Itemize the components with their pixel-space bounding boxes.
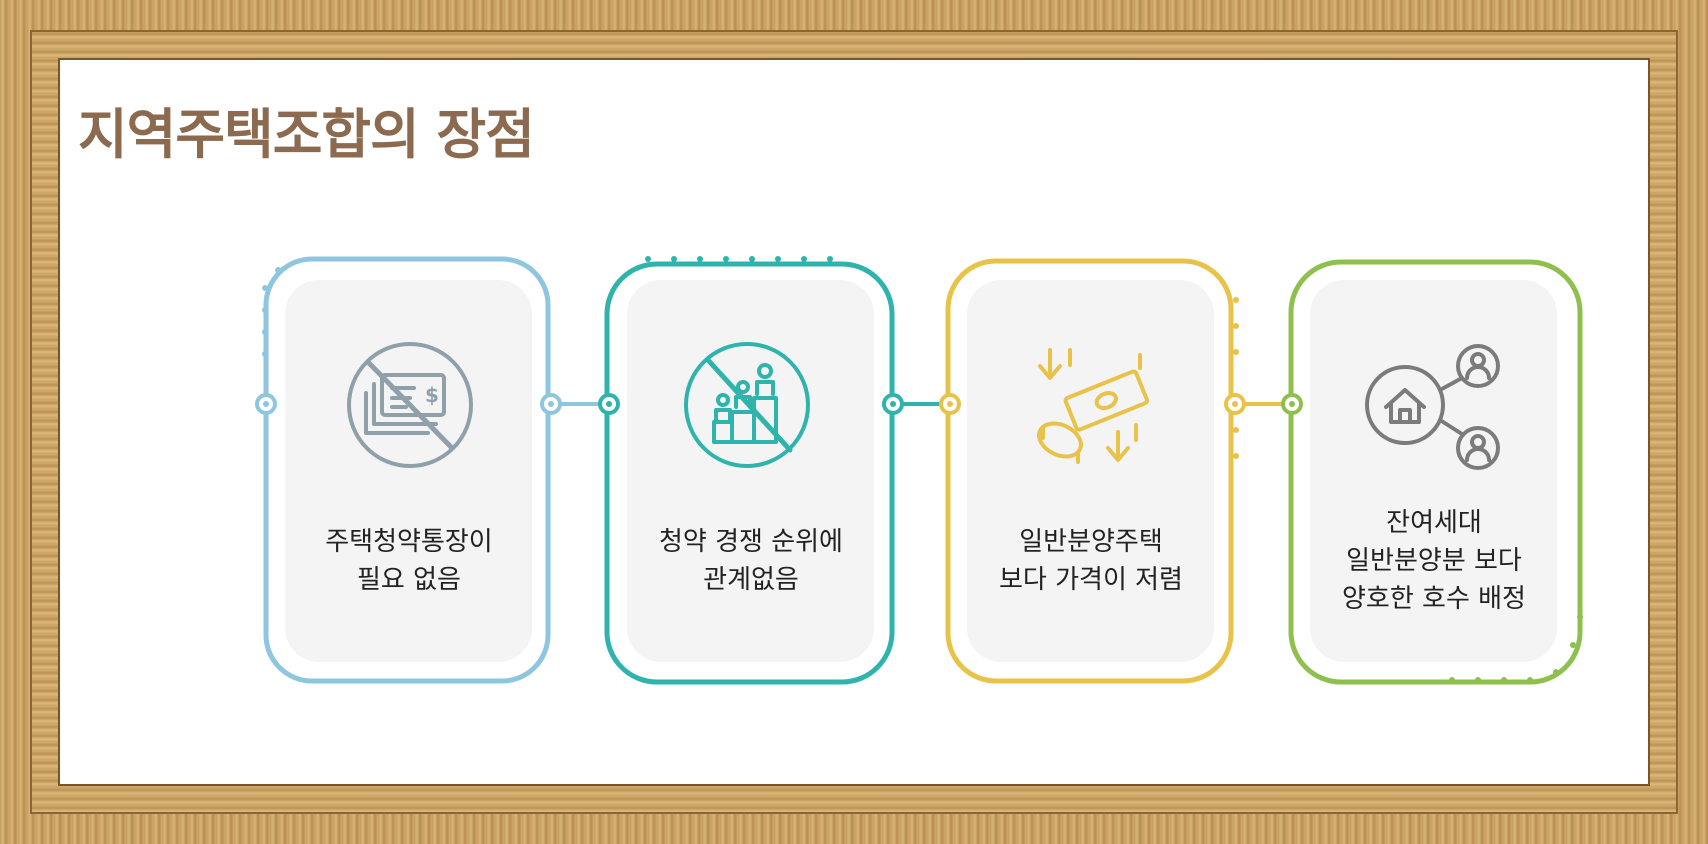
step-label-line: 관계없음 [703,565,799,595]
step-label-line: 필요 없음 [357,565,461,595]
step-label-line: 청약 경쟁 순위에 [659,527,843,557]
connector-nodes [255,393,1303,415]
step-label-line: 일반분양주택 [1019,527,1163,557]
step-label-2: 청약 경쟁 순위에 관계없음 [636,523,866,599]
step-label-line: 양호한 호수 배정 [1342,584,1526,614]
dots-decoration [1449,614,1583,683]
step-label-line: 주택청약통장이 [325,527,493,557]
no-ranking-icon [684,342,810,468]
page-title: 지역주택조합의 장점 [78,103,535,166]
falling-money-icon [1037,348,1149,464]
step-label-line: 일반분양분 보다 [1346,546,1522,576]
no-bankbook-icon: $ [347,342,473,468]
dots-decoration [645,256,833,262]
step-card-4 [1288,259,1583,685]
step-label-3: 일반분양주택 보다 가격이 저렴 [976,523,1206,599]
house-network-icon [1365,344,1500,470]
step-card-2 [604,256,895,685]
step-card-1 [262,256,551,684]
step-label-line: 보다 가격이 저렴 [999,565,1183,595]
dots-decoration [1233,297,1239,459]
step-label-line: 잔여세대 [1386,508,1482,538]
dots-decoration [262,267,281,357]
step-label-1: 주택청약통장이 필요 없음 [294,523,524,599]
step-label-4: 잔여세대 일반분양분 보다 양호한 호수 배정 [1319,504,1549,618]
svg-text:$: $ [425,383,439,407]
step-card-3 [945,258,1239,684]
